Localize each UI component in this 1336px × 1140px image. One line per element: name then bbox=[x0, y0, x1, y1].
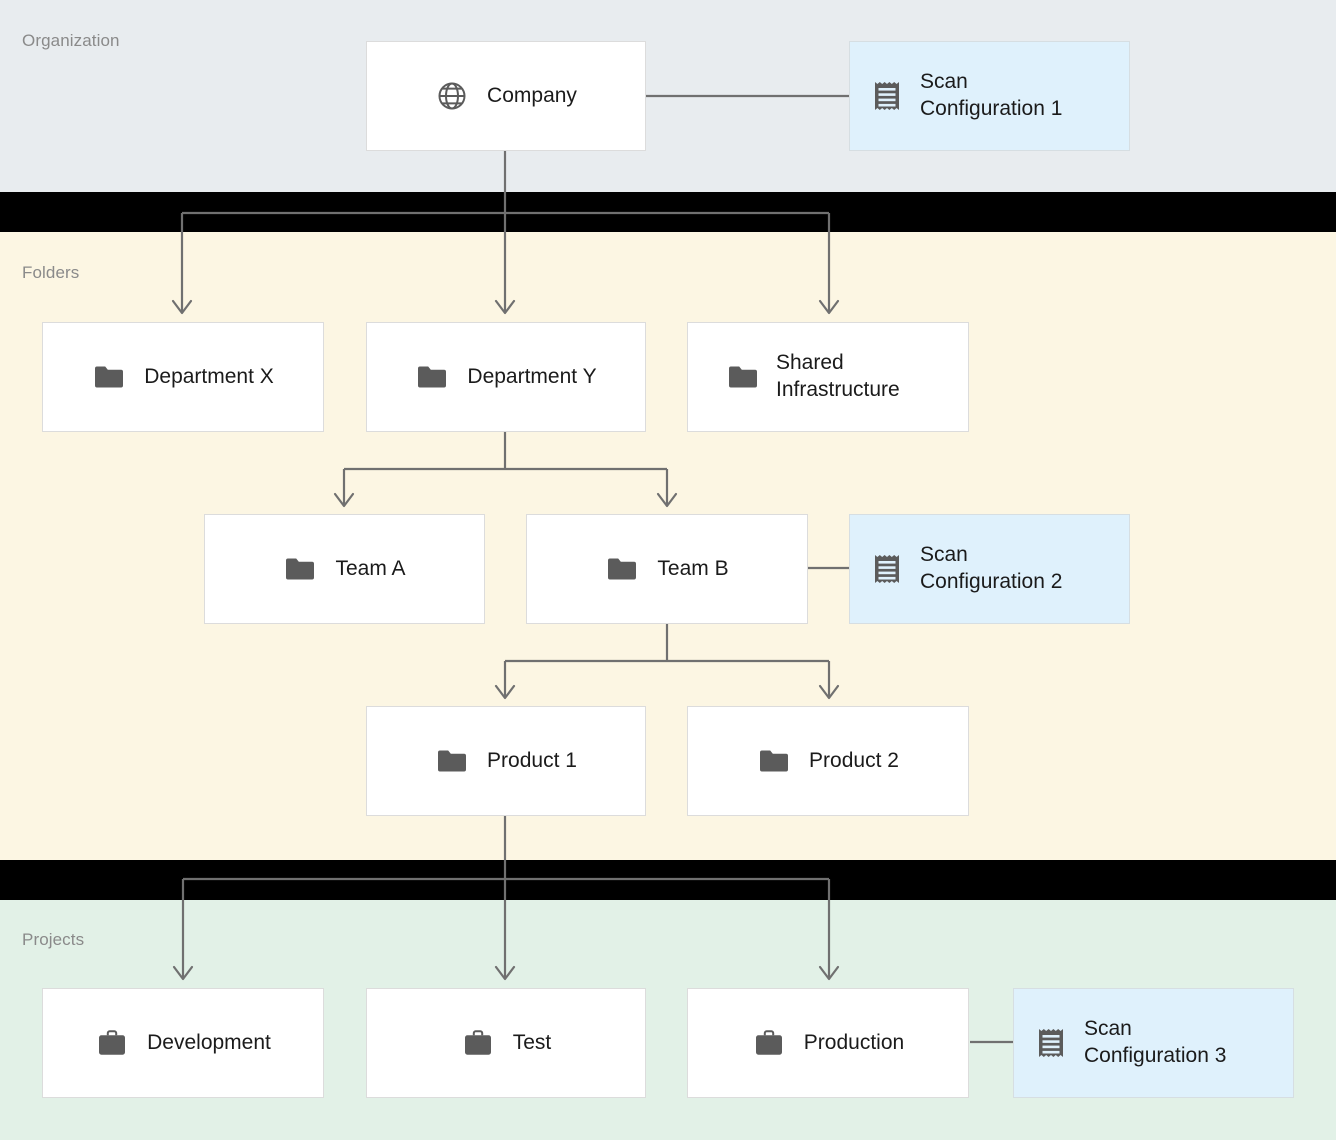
node-label: Development bbox=[147, 1030, 271, 1054]
node-label: Company bbox=[487, 83, 577, 107]
folder-icon bbox=[283, 552, 317, 586]
node-team-b[interactable]: Team B bbox=[526, 514, 808, 624]
section-label-organization: Organization bbox=[22, 31, 120, 50]
node-company[interactable]: Company bbox=[366, 41, 646, 151]
node-label: Shared Infrastructure bbox=[776, 351, 900, 401]
node-product-2[interactable]: Product 2 bbox=[687, 706, 969, 816]
node-department-x[interactable]: Department X bbox=[42, 322, 324, 432]
node-label: Production bbox=[803, 1030, 905, 1054]
folder-icon bbox=[605, 552, 639, 586]
section-band-organization bbox=[0, 0, 1336, 192]
node-label: Department X bbox=[144, 364, 274, 388]
node-test[interactable]: Test bbox=[366, 988, 646, 1098]
node-label: Team B bbox=[657, 556, 729, 580]
node-label: Scan Configuration 1 bbox=[920, 70, 1063, 120]
globe-icon bbox=[435, 79, 469, 113]
section-label-projects: Projects bbox=[22, 930, 85, 949]
node-label: Scan Configuration 3 bbox=[1084, 1017, 1227, 1067]
folder-icon bbox=[757, 744, 791, 778]
node-department-y[interactable]: Department Y bbox=[366, 322, 646, 432]
node-shared-infrastructure[interactable]: Shared Infrastructure bbox=[687, 322, 969, 432]
briefcase-icon bbox=[95, 1026, 129, 1060]
folder-icon bbox=[415, 360, 449, 394]
section-label-folders: Folders bbox=[22, 263, 80, 282]
briefcase-icon bbox=[461, 1026, 495, 1060]
node-product-1[interactable]: Product 1 bbox=[366, 706, 646, 816]
folder-icon bbox=[726, 360, 760, 394]
node-label: Product 2 bbox=[809, 748, 899, 772]
node-team-a[interactable]: Team A bbox=[204, 514, 485, 624]
node-label: Test bbox=[512, 1030, 552, 1054]
receipt-icon bbox=[870, 552, 904, 586]
node-scan-configuration-1[interactable]: Scan Configuration 1 bbox=[849, 41, 1130, 151]
node-scan-configuration-2[interactable]: Scan Configuration 2 bbox=[849, 514, 1130, 624]
folder-icon bbox=[435, 744, 469, 778]
receipt-icon bbox=[1034, 1026, 1068, 1060]
folder-icon bbox=[92, 360, 126, 394]
node-label: Scan Configuration 2 bbox=[920, 543, 1063, 593]
node-production[interactable]: Production bbox=[687, 988, 969, 1098]
node-label: Department Y bbox=[467, 364, 597, 388]
briefcase-icon bbox=[752, 1026, 786, 1060]
node-label: Team A bbox=[335, 556, 406, 580]
receipt-icon bbox=[870, 79, 904, 113]
node-scan-configuration-3[interactable]: Scan Configuration 3 bbox=[1013, 988, 1294, 1098]
node-label: Product 1 bbox=[487, 748, 577, 772]
node-development[interactable]: Development bbox=[42, 988, 324, 1098]
